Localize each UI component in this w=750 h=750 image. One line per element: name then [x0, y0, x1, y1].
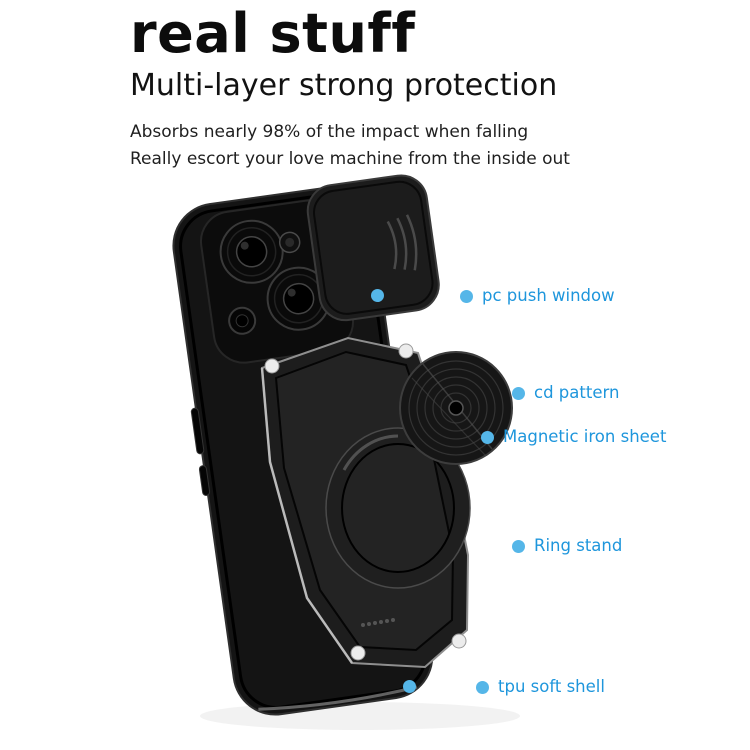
callout-ring-stand: Ring stand [512, 536, 622, 556]
callout-dot-icon [512, 539, 525, 553]
tpu-soft-shell-marker-dot [403, 680, 416, 693]
page-description: Absorbs nearly 98% of the impact when fa… [130, 119, 690, 172]
slide-cover [306, 174, 440, 322]
plate-screw-hole [264, 358, 280, 374]
page-subtitle: Multi-layer strong protection [130, 67, 558, 103]
case-shadow [200, 702, 520, 730]
callout-label: pc push window [482, 286, 615, 305]
plate-screw-hole [350, 645, 366, 661]
description-line-1: Absorbs nearly 98% of the impact when fa… [130, 122, 529, 143]
callout-dot-icon [476, 680, 489, 694]
callout-label: Ring stand [534, 536, 623, 555]
plate-screw-hole [451, 633, 467, 649]
case-bottom-edge-highlight [258, 685, 418, 711]
vent-dots [361, 618, 395, 627]
callout-label: cd pattern [534, 383, 620, 402]
pc-push-window-marker-dot [371, 289, 384, 302]
page-title: real stuff [130, 2, 416, 65]
callout-dot-icon [460, 289, 473, 303]
plate-screw-hole [398, 343, 414, 359]
disc-center-hole [448, 400, 464, 416]
callout-label: Magnetic iron sheet [503, 427, 667, 446]
callout-tpu-soft-shell: tpu soft shell [476, 677, 605, 697]
ring-highlight [342, 434, 399, 471]
callout-cd-pattern: cd pattern [512, 383, 619, 403]
cd-pattern-disc [399, 351, 513, 465]
side-button [198, 465, 211, 496]
description-line-2: Really escort your love machine from the… [130, 148, 570, 169]
callout-magnetic-iron-sheet: Magnetic iron sheet [481, 427, 666, 447]
callout-label: tpu soft shell [498, 677, 605, 696]
callout-dot-icon [481, 430, 494, 444]
hero-text-block: real stuff Multi-layer strong protection… [130, 2, 690, 172]
plate-edge-highlight [260, 367, 354, 664]
ring-stand [325, 427, 471, 589]
disc-sheen [411, 377, 487, 457]
callout-pc-push-window: pc push window [460, 286, 615, 306]
callout-dot-icon [512, 386, 525, 400]
volume-button [190, 407, 205, 455]
